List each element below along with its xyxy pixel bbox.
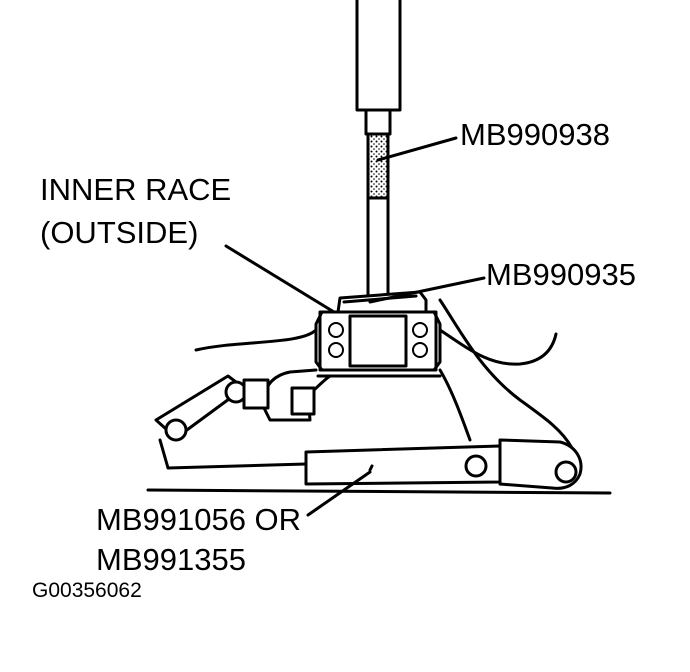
installer-rod bbox=[355, 0, 402, 297]
label-mb990938: MB990938 bbox=[460, 117, 610, 152]
label-press-line2: MB991355 bbox=[96, 542, 246, 577]
label-inner-race-line2: (OUTSIDE) bbox=[40, 215, 198, 250]
knuckle-housing bbox=[194, 298, 574, 450]
label-mb990935: MB990935 bbox=[486, 257, 636, 292]
bearing-assembly bbox=[314, 290, 442, 372]
leader-press bbox=[306, 470, 372, 517]
label-press-line1: MB991056 OR bbox=[96, 502, 301, 537]
figure-id: G00356062 bbox=[32, 579, 142, 602]
press-frame bbox=[154, 374, 583, 490]
leader-mb990938 bbox=[376, 136, 458, 162]
label-inner-race-line1: INNER RACE bbox=[40, 172, 231, 207]
leader-inner-race bbox=[224, 244, 336, 314]
leader-mb990935 bbox=[368, 276, 486, 304]
base-line bbox=[146, 488, 612, 495]
